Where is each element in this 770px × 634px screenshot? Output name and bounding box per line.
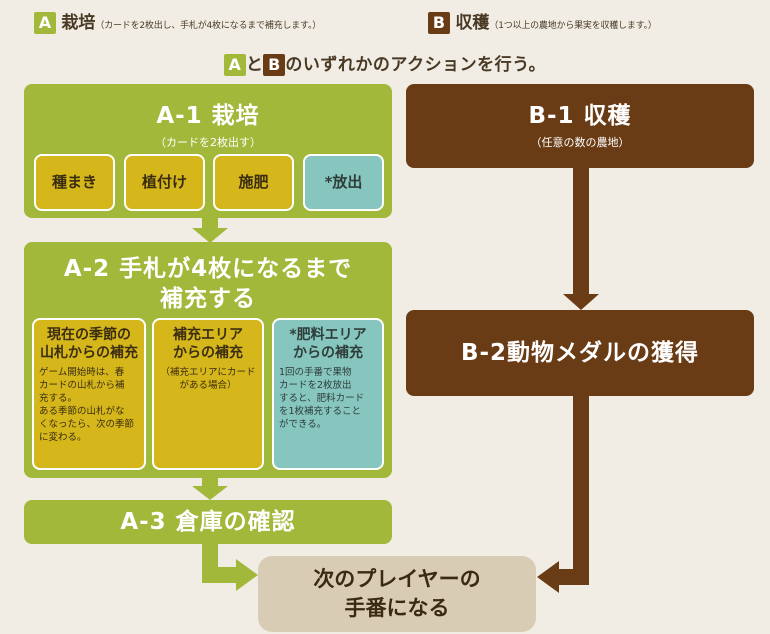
arrow-a2-a3-head xyxy=(192,486,228,500)
arrow-a1-a2 xyxy=(202,218,218,230)
card-fertilizer-area-line: を1枚補充すること xyxy=(279,406,362,417)
legend-b-title: 収穫 xyxy=(455,13,490,33)
subtitle-badge-a: A xyxy=(223,54,246,76)
subtitle-badge-b: B xyxy=(263,54,286,76)
arrow-a3-end xyxy=(202,538,240,583)
card-season-deck-head: 現在の季節の 山札からの補充 xyxy=(34,326,144,362)
card-season-deck-line: カードの山札から補 xyxy=(39,380,125,391)
card-season-deck-line: 充する。 xyxy=(39,393,78,404)
b1-title: B-1 収穫 xyxy=(528,103,632,129)
card-refill-area-line: （補充エリアにカード xyxy=(160,367,256,378)
card-fertilizer-area-head: *肥料エリア からの補充 xyxy=(274,326,382,362)
a2-box: A-2 手札が4枚になるまで 補充する 現在の季節の 山札からの補充 ゲーム開始… xyxy=(24,242,392,478)
arrow-b2-end xyxy=(555,396,589,585)
a1-note: （カードを2枚出す） xyxy=(155,136,261,149)
card-fertilizer-area: *肥料エリア からの補充 1回の手番で果物 カードを2枚放出 すると、肥料カード… xyxy=(272,318,384,470)
a2-title: A-2 手札が4枚になるまで 補充する xyxy=(24,254,392,314)
card-fertilizer-area-line: ができる。 xyxy=(279,419,327,430)
card-fertilizer-area-head2: からの補充 xyxy=(293,345,363,361)
arrow-b1-b2-head xyxy=(563,294,599,310)
card-fertilizer-area-line: カードを2枚放出 xyxy=(279,380,352,391)
b1-box: B-1 収穫 （任意の数の農地） xyxy=(406,84,754,168)
a3-title: A-3 倉庫の確認 xyxy=(120,509,296,535)
card-fertilizer-area-line: 1回の手番で果物 xyxy=(279,367,352,378)
chip-sowing: 種まき xyxy=(34,154,115,211)
chip-planting: 植付け xyxy=(124,154,205,211)
legend-b: B 収穫（1つ以上の農地から果実を収穫します。） xyxy=(428,8,657,34)
arrow-b2-end-head xyxy=(537,561,559,593)
a3-box: A-3 倉庫の確認 xyxy=(24,500,392,544)
card-season-deck-line: に変わる。 xyxy=(39,432,87,443)
b2-box: B-2動物メダルの獲得 xyxy=(406,310,754,396)
card-season-deck-head2: 山札からの補充 xyxy=(40,345,138,361)
end-text: 次のプレイヤーの 手番になる xyxy=(258,565,536,623)
card-season-deck-line: ある季節の山札がな xyxy=(39,406,125,417)
card-fertilizer-area-head1: *肥料エリア xyxy=(289,327,367,343)
card-refill-area-body: （補充エリアにカード がある場合） xyxy=(154,366,262,392)
subtitle-rest: のいずれかのアクションを行う。 xyxy=(285,55,547,75)
card-refill-area-line: がある場合） xyxy=(179,380,237,391)
arrow-a1-a2-head xyxy=(192,228,228,243)
card-refill-area-head1: 補充エリア xyxy=(173,327,243,343)
chip-release: *放出 xyxy=(303,154,384,211)
legend-a-title: 栽培 xyxy=(61,13,96,33)
a2-title-line1: A-2 手札が4枚になるまで xyxy=(63,256,353,282)
a1-box: A-1 栽培 （カードを2枚出す） 種まき 植付け 施肥 *放出 xyxy=(24,84,392,218)
a1-title: A-1 栽培 xyxy=(156,103,260,129)
card-season-deck-line: ゲーム開始時は、春 xyxy=(39,367,125,378)
subtitle-mid: と xyxy=(245,55,264,75)
a2-title-line2: 補充する xyxy=(160,286,256,312)
legend-b-note: （1つ以上の農地から果実を収穫します。） xyxy=(489,21,657,31)
chip-fertilize: 施肥 xyxy=(213,154,294,211)
b1-note: （任意の数の農地） xyxy=(530,136,630,149)
arrow-a2-a3 xyxy=(202,478,218,488)
arrow-b1-b2 xyxy=(573,168,589,296)
card-fertilizer-area-body: 1回の手番で果物 カードを2枚放出 すると、肥料カード を1枚補充すること がで… xyxy=(274,366,382,431)
b2-title: B-2動物メダルの獲得 xyxy=(460,340,700,366)
end-line2: 手番になる xyxy=(344,596,450,620)
end-box: 次のプレイヤーの 手番になる xyxy=(258,556,536,632)
card-fertilizer-area-line: すると、肥料カード xyxy=(279,393,365,404)
end-line1: 次のプレイヤーの xyxy=(313,567,481,591)
badge-b: B xyxy=(428,12,450,34)
card-season-deck: 現在の季節の 山札からの補充 ゲーム開始時は、春 カードの山札から補 充する。 … xyxy=(32,318,146,470)
card-refill-area-head: 補充エリア からの補充 xyxy=(154,326,262,362)
card-season-deck-line: くなったら、次の季節 xyxy=(39,419,135,430)
arrow-a3-end-head xyxy=(236,559,258,591)
card-season-deck-body: ゲーム開始時は、春 カードの山札から補 充する。 ある季節の山札がな くなったら… xyxy=(34,366,144,444)
card-season-deck-head1: 現在の季節の xyxy=(47,327,131,343)
legend-a: A 栽培（カードを2枚出し、手札が4枚になるまで補充します。） xyxy=(34,8,321,34)
legend-a-note: （カードを2枚出し、手札が4枚になるまで補充します。） xyxy=(95,21,322,31)
badge-a: A xyxy=(34,12,56,34)
card-refill-area-head2: からの補充 xyxy=(173,345,243,361)
card-refill-area: 補充エリア からの補充 （補充エリアにカード がある場合） xyxy=(152,318,264,470)
